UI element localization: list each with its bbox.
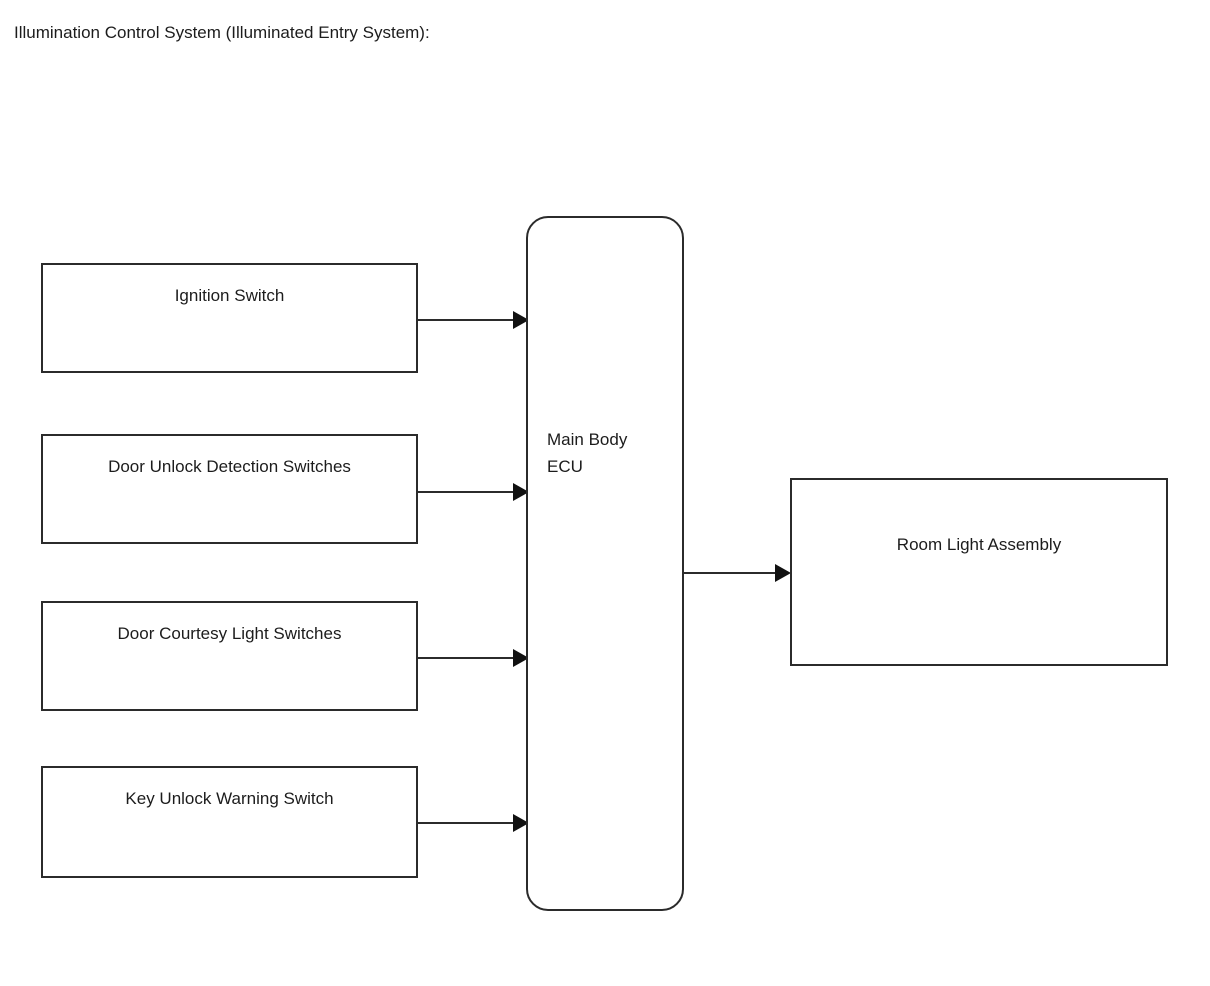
node-door-courtesy-light-switches-label: Door Courtesy Light Switches — [117, 624, 342, 643]
page-title: Illumination Control System (Illuminated… — [14, 23, 430, 42]
node-door-courtesy-light-switches[interactable]: Door Courtesy Light Switches — [41, 601, 418, 711]
node-door-unlock-detection-switches[interactable]: Door Unlock Detection Switches — [41, 434, 418, 544]
connector-key-unlock-warning-switch-to-ecu — [418, 814, 529, 832]
connector-door-courtesy-light-switches-to-ecu — [418, 649, 529, 667]
node-key-unlock-warning-switch-label: Key Unlock Warning Switch — [125, 789, 334, 808]
node-ignition-switch-label: Ignition Switch — [174, 286, 285, 305]
node-room-light-assembly[interactable]: Room Light Assembly — [790, 478, 1168, 666]
connector-ignition-switch-to-ecu — [418, 311, 529, 329]
node-main-body-ecu-label: Main Body ECU — [547, 430, 628, 476]
node-main-body-ecu[interactable]: Main Body ECU — [526, 216, 684, 911]
node-door-unlock-detection-switches-label: Door Unlock Detection Switches — [108, 457, 351, 476]
connector-door-unlock-detection-switches-to-ecu — [418, 483, 529, 501]
node-ignition-switch[interactable]: Ignition Switch — [41, 263, 418, 373]
node-key-unlock-warning-switch[interactable]: Key Unlock Warning Switch — [41, 766, 418, 878]
connector-ecu-to-room-light-assembly — [684, 564, 791, 582]
node-room-light-assembly-label: Room Light Assembly — [896, 535, 1062, 554]
